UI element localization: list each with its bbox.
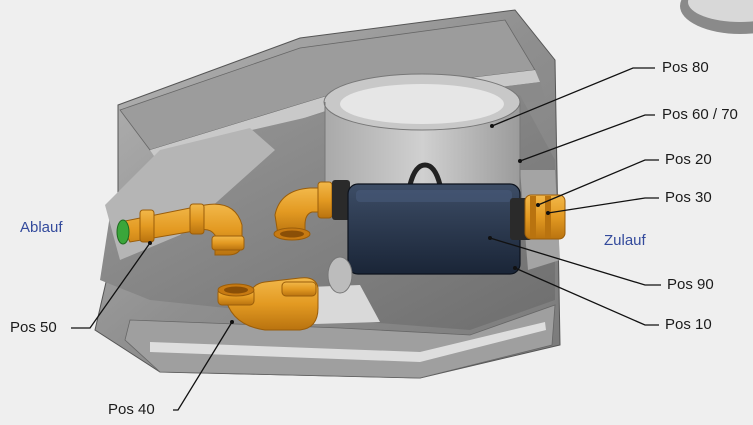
leader-lines: [71, 67, 661, 411]
inlet-cylinder: [323, 73, 521, 194]
pipe-pos50: [116, 203, 245, 256]
leader-dots: [148, 124, 550, 324]
pump-box-pos90: [327, 162, 521, 294]
elbow-inner: [273, 180, 350, 241]
pipe-inlet-right: [510, 194, 566, 240]
label-pos80: Pos 80: [662, 59, 709, 76]
label-pos30: Pos 30: [665, 189, 712, 206]
label-pos50: Pos 50: [10, 319, 57, 336]
label-pos60-70: Pos 60 / 70: [662, 106, 738, 123]
label-pos10: Pos 10: [665, 316, 712, 333]
label-pos40: Pos 40: [108, 401, 155, 418]
label-ablauf: Ablauf: [20, 219, 63, 236]
pipe-pos40: [217, 277, 319, 331]
label-pos20: Pos 20: [665, 151, 712, 168]
label-pos90: Pos 90: [667, 276, 714, 293]
label-zulauf: Zulauf: [604, 232, 646, 249]
corner-tank-fragment: [680, 0, 753, 34]
